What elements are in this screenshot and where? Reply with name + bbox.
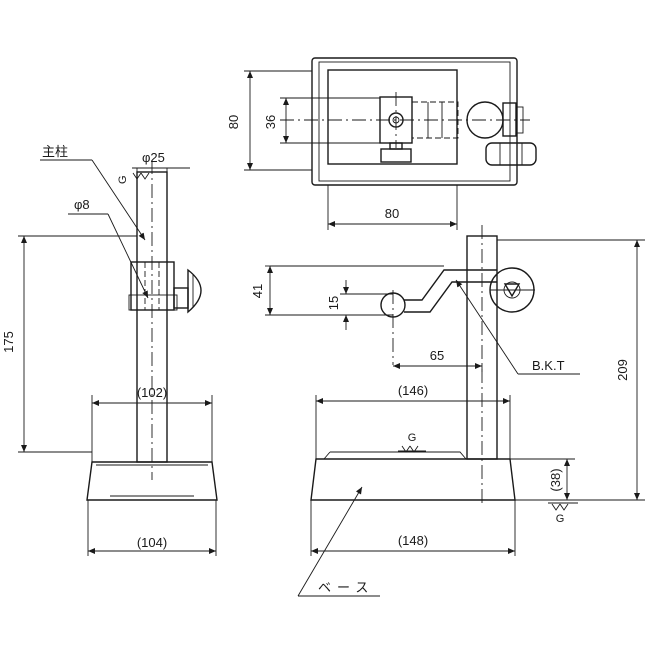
front-view: 41 15 65 B.K.T (146) G 209 (38) G (148) … — [250, 225, 645, 597]
dim-80-vertical: 80 — [226, 115, 241, 129]
dim-65: 65 — [430, 348, 444, 363]
dim-80-horizontal: 80 — [385, 206, 399, 221]
dim-104: (104) — [137, 535, 167, 550]
dim-phi25: φ25 — [142, 150, 165, 165]
dim-41: 41 — [250, 284, 265, 298]
dim-phi8: φ8 — [74, 197, 90, 212]
label-g-top: G — [117, 175, 129, 184]
dim-146: (146) — [398, 383, 428, 398]
dim-38: (38) — [548, 468, 563, 491]
dim-36: 36 — [263, 115, 278, 129]
label-g-base: G — [408, 432, 417, 444]
dim-209: 209 — [615, 359, 630, 381]
dim-15: 15 — [326, 296, 341, 310]
label-base: ベース — [318, 581, 374, 596]
dim-175: 175 — [1, 331, 16, 353]
dim-102: (102) — [137, 385, 167, 400]
dim-148: (148) — [398, 533, 428, 548]
label-g-right: G — [556, 513, 565, 525]
top-view: 80 36 80 — [226, 57, 537, 230]
side-view: 主柱 φ25 G φ8 175 (102) (104) — [1, 145, 218, 556]
label-bkt: B.K.T — [532, 358, 565, 373]
label-main-column: 主柱 — [42, 145, 68, 160]
